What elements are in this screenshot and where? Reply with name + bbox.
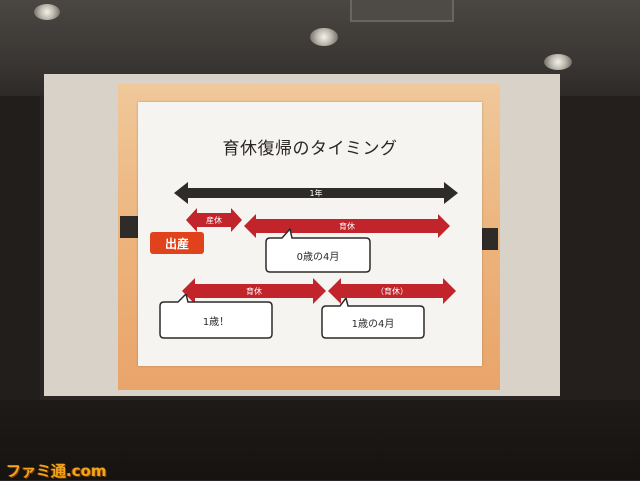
double-arrow-icon	[328, 278, 456, 304]
ceiling-light-left	[34, 4, 60, 20]
one-year-label: 1年	[309, 188, 323, 198]
slide-title: 育休復帰のタイミング	[222, 139, 398, 159]
birth-badge: 出産	[150, 232, 204, 254]
double-arrow-icon	[244, 214, 450, 238]
double-arrow-icon	[174, 182, 458, 204]
ceiling-light-right	[544, 54, 572, 70]
childcare-leave-label-bottom: 育休	[246, 286, 262, 296]
callout-age-0-april-text: 0歳の4月	[296, 252, 340, 263]
optional-childcare-leave-arrow: （育休）	[328, 278, 456, 304]
speech-bubble-icon	[265, 228, 371, 273]
optional-childcare-leave-label: （育休）	[376, 286, 408, 296]
callout-age-0-april: 0歳の4月	[264, 228, 372, 274]
one-year-arrow: 1年	[174, 182, 458, 204]
callout-age-1-text: 1歳！	[202, 317, 230, 328]
ceiling-light-center	[310, 28, 338, 46]
maternity-leave-label: 産休	[206, 215, 222, 225]
speech-bubble-icon	[321, 298, 425, 339]
childcare-leave-label-top: 育休	[339, 221, 355, 231]
childcare-leave-arrow-bottom: 育休	[182, 278, 326, 304]
maternity-leave-arrow: 産休	[186, 208, 242, 232]
ceiling-vent	[350, 0, 454, 22]
double-arrow-icon	[182, 278, 326, 304]
callout-age-1-april-text: 1歳の4月	[351, 319, 395, 330]
site-watermark: ファミ通.com	[6, 462, 107, 480]
callout-age-1: 1歳！	[158, 294, 274, 340]
speech-bubble-icon	[159, 294, 273, 339]
floor	[0, 400, 640, 480]
childcare-leave-arrow-top: 育休	[244, 214, 450, 238]
double-arrow-icon	[186, 208, 242, 232]
callout-age-1-april: 1歳の4月	[320, 298, 426, 340]
